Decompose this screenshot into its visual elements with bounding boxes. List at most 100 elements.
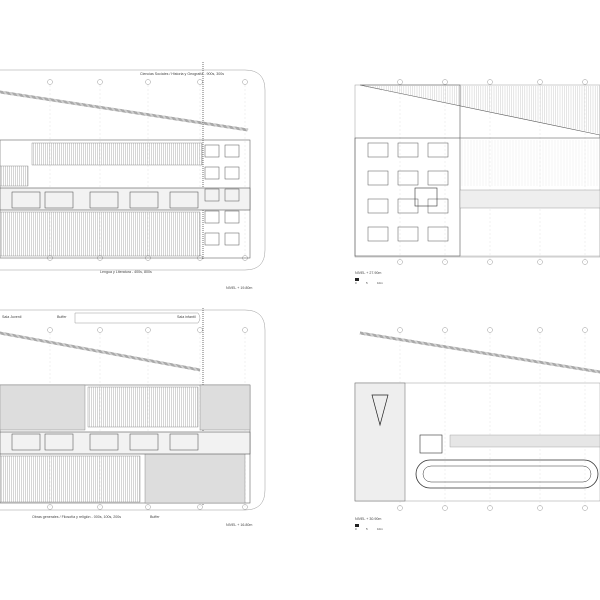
core-room xyxy=(169,191,199,209)
grid-bubble xyxy=(442,505,448,511)
reading-area xyxy=(354,137,461,257)
bridge xyxy=(459,189,600,209)
reading-table xyxy=(204,166,220,180)
grid-bubble xyxy=(397,505,403,511)
grid-bubble xyxy=(537,327,543,333)
children-area xyxy=(0,384,86,431)
grid-bubble xyxy=(582,327,588,333)
grid-bubble xyxy=(582,505,588,511)
roof-slope xyxy=(0,90,249,132)
reading-table xyxy=(427,170,449,186)
reading-area xyxy=(199,384,251,431)
stair-core xyxy=(419,434,443,454)
level-label: NIVEL + 16.80m xyxy=(226,523,253,527)
plan-label-general-works: Obras generales / Filosofía y religión -… xyxy=(32,515,122,519)
grid-bubble xyxy=(397,327,403,333)
grid-bubble xyxy=(242,79,248,85)
reading-table xyxy=(204,188,220,202)
grid-bubble xyxy=(442,327,448,333)
grid-bubble xyxy=(47,327,53,333)
shelf-block xyxy=(0,211,201,257)
youth-area xyxy=(144,449,246,504)
reading-table xyxy=(224,144,240,158)
grid-bubble xyxy=(47,504,53,510)
circulation-core xyxy=(0,431,251,455)
plan-label-social-sciences: Ciencias Sociales / Historia y Geografía… xyxy=(140,72,225,76)
reading-table xyxy=(427,226,449,242)
core-room xyxy=(11,191,41,209)
grid-bubble xyxy=(442,79,448,85)
room-label-youth: Sala Juvenil xyxy=(2,315,22,319)
level-label: NIVEL + 27.90m xyxy=(355,271,382,275)
scale-bar xyxy=(355,524,359,527)
shelf-block xyxy=(31,142,203,166)
grid-bubble xyxy=(442,259,448,265)
grid-bubble xyxy=(197,504,203,510)
building-outline xyxy=(0,69,266,271)
grid-bubble xyxy=(537,79,543,85)
grid-bubble xyxy=(242,327,248,333)
grid-bubble xyxy=(145,79,151,85)
room-label-children: Sala infantil xyxy=(177,315,196,319)
grid-bubble xyxy=(97,79,103,85)
scale-5: 5 xyxy=(366,527,368,531)
reading-table xyxy=(367,198,389,214)
core-room xyxy=(129,191,159,209)
room-label-buffer: Buffer xyxy=(150,515,160,519)
core-room xyxy=(44,433,74,451)
reading-table xyxy=(367,170,389,186)
room-tag-children xyxy=(74,312,201,324)
grid-bubble xyxy=(197,327,203,333)
reading-table xyxy=(367,226,389,242)
core-room xyxy=(89,191,119,209)
running-track xyxy=(415,459,599,489)
grid-bubble xyxy=(145,327,151,333)
bridge xyxy=(449,434,600,448)
building-outline xyxy=(354,84,600,258)
scale-0: 0 xyxy=(355,527,357,531)
reading-table xyxy=(204,210,220,224)
grid-bubble xyxy=(487,505,493,511)
reading-table xyxy=(224,166,240,180)
roof-slope xyxy=(359,84,600,139)
grid-bubble xyxy=(537,259,543,265)
reading-table xyxy=(224,188,240,202)
level-label: NIVEL + 19.80m xyxy=(226,286,253,290)
shelf-block xyxy=(0,165,29,187)
core-room xyxy=(11,433,41,451)
grid-bubble xyxy=(242,504,248,510)
scale-bar xyxy=(355,278,359,281)
shelf-block xyxy=(87,386,199,428)
stair-icon xyxy=(371,394,389,427)
grid-bubble xyxy=(487,79,493,85)
grid-bubble xyxy=(397,259,403,265)
building-outline xyxy=(0,309,266,511)
grid-bubble xyxy=(487,259,493,265)
core-room xyxy=(129,433,159,451)
stair-core xyxy=(414,187,438,207)
core-room xyxy=(89,433,119,451)
reading-table xyxy=(224,210,240,224)
grid-bubble xyxy=(47,79,53,85)
core-room xyxy=(44,191,74,209)
plan-label-language-literature: Lengua y Literatura - 400s, 800s xyxy=(100,270,152,274)
grid-bubble xyxy=(582,259,588,265)
reading-table xyxy=(367,142,389,158)
grid-bubble xyxy=(582,79,588,85)
roof-slope xyxy=(0,331,201,372)
grid-bubble xyxy=(197,79,203,85)
circulation-core xyxy=(0,187,251,211)
grid-bubble xyxy=(97,504,103,510)
scale-5: 5 xyxy=(366,281,368,285)
grid-bubble xyxy=(145,504,151,510)
scale-10m: 10m xyxy=(377,281,383,285)
grid-bubble xyxy=(537,505,543,511)
shelf-block xyxy=(0,455,141,503)
grid-bubble xyxy=(487,327,493,333)
room-label-buffer: Buffer xyxy=(57,315,67,319)
grid-bubble xyxy=(97,327,103,333)
reading-table xyxy=(397,170,419,186)
reading-table xyxy=(427,142,449,158)
